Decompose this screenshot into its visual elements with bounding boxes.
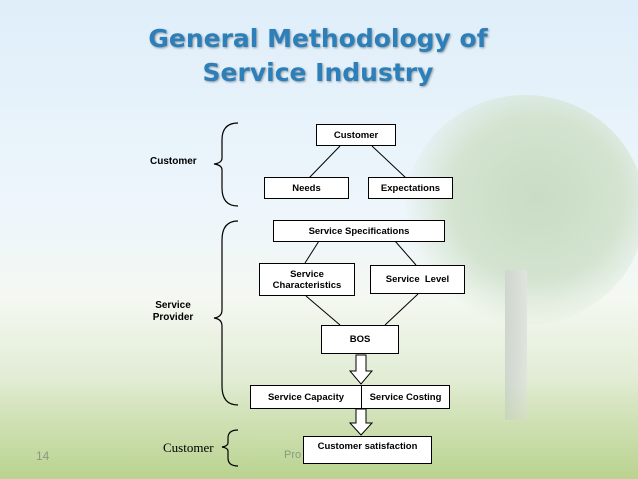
service-characteristics-box: Service Characteristics bbox=[259, 263, 355, 296]
service-costing-label: Service Costing bbox=[369, 391, 442, 403]
customer-box-label: Customer bbox=[333, 129, 379, 141]
needs-box: Needs bbox=[264, 177, 349, 199]
bottom-customer-label: Customer bbox=[163, 440, 214, 455]
service-provider-group-label: Service Provider bbox=[149, 300, 197, 324]
expectations-box-label: Expectations bbox=[380, 182, 441, 194]
connector-customer-needs bbox=[308, 145, 341, 179]
service-provider-label-line-1: Service bbox=[155, 300, 191, 311]
service-provider-brace bbox=[213, 220, 239, 406]
bottom-customer-brace bbox=[221, 429, 239, 467]
expectations-box: Expectations bbox=[368, 177, 453, 199]
slide-number: 14 bbox=[36, 449, 50, 463]
connector-spec-characteristics bbox=[304, 240, 320, 264]
connector-spec-level bbox=[394, 240, 417, 266]
service-characteristics-line-2: Characteristics bbox=[272, 279, 342, 291]
service-level-box: Service Level bbox=[370, 265, 465, 294]
title-line-2: Service Industry bbox=[202, 58, 434, 87]
connector-level-bos bbox=[384, 293, 419, 326]
bos-label: BOS bbox=[349, 334, 371, 345]
connector-characteristics-bos bbox=[305, 295, 341, 326]
customer-group-label: Customer bbox=[150, 156, 197, 167]
service-costing-cell: Service Costing bbox=[362, 386, 449, 408]
bos-down-arrow bbox=[348, 354, 374, 385]
service-capacity-cell: Service Capacity bbox=[251, 386, 361, 408]
needs-box-label: Needs bbox=[292, 182, 321, 194]
slide-title: General Methodology of Service Industry bbox=[118, 22, 518, 90]
service-specifications-box: Service Specifications bbox=[273, 220, 445, 242]
customer-satisfaction-label: Customer satisfaction bbox=[317, 441, 418, 452]
title-line-1: General Methodology of bbox=[148, 24, 488, 53]
bos-box: BOS bbox=[321, 325, 399, 354]
service-characteristics-label: Service Characteristics bbox=[273, 269, 342, 291]
connector-customer-expectations bbox=[371, 145, 407, 179]
service-level-label: Service Level bbox=[385, 274, 450, 285]
customer-brace bbox=[213, 122, 239, 207]
service-characteristics-line-1: Service bbox=[290, 268, 324, 280]
customer-box: Customer bbox=[316, 124, 396, 146]
capacity-costing-box: Service Capacity Service Costing bbox=[250, 385, 450, 409]
capacity-down-arrow bbox=[348, 408, 374, 436]
service-provider-label-line-2: Provider bbox=[152, 312, 194, 323]
footer-text: Pro bbox=[284, 449, 302, 461]
service-specifications-label: Service Specifications bbox=[308, 225, 410, 237]
capacity-costing-divider bbox=[361, 386, 362, 408]
customer-satisfaction-box: Customer satisfaction bbox=[303, 436, 432, 464]
service-capacity-label: Service Capacity bbox=[267, 391, 345, 403]
